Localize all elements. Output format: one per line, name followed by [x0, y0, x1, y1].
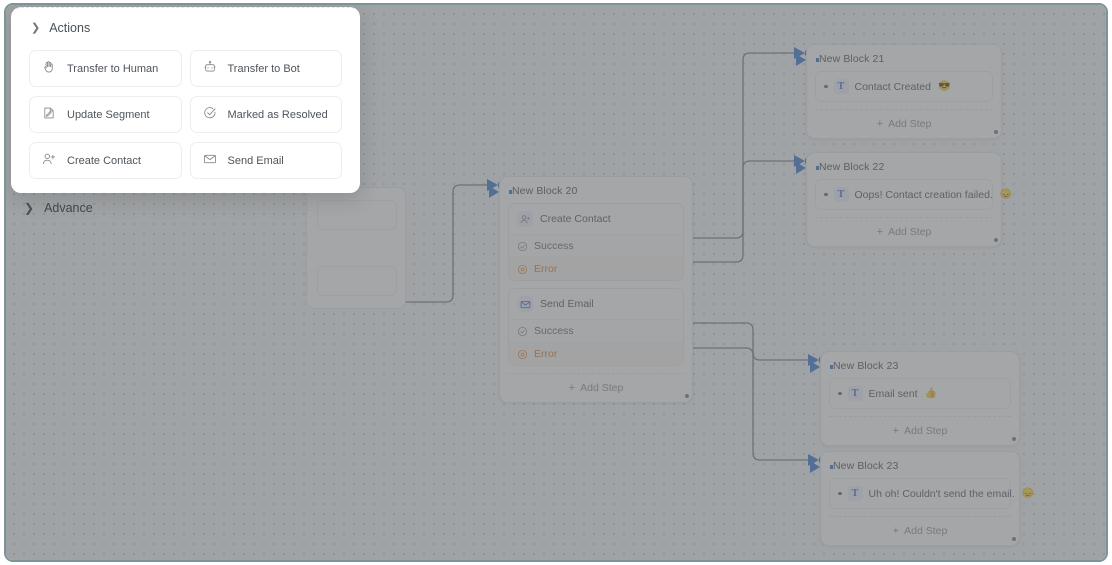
- action-transfer-to-human[interactable]: Transfer to Human: [29, 50, 182, 87]
- chevron-down-icon: ❯: [31, 21, 41, 34]
- action-transfer-to-bot[interactable]: Transfer to Bot: [189, 50, 342, 87]
- chevron-right-icon: ❯: [24, 201, 35, 215]
- actions-panel: ❯ Actions Transfer to Human: [11, 7, 360, 193]
- action-send-email[interactable]: Send Email: [189, 142, 342, 179]
- action-label: Transfer to Bot: [227, 62, 300, 75]
- action-label: Create Contact: [67, 154, 141, 167]
- action-label: Update Segment: [67, 108, 150, 121]
- app-window: New Block 20 Create Contact: [4, 3, 1108, 562]
- advance-label: Advance: [44, 201, 93, 215]
- envelope-icon: [203, 152, 217, 169]
- action-label: Send Email: [227, 154, 284, 167]
- action-label: Transfer to Human: [67, 62, 159, 75]
- actions-section-header[interactable]: ❯ Actions: [29, 21, 342, 35]
- check-circle-icon: [203, 106, 217, 123]
- hand-raised-icon: [42, 60, 56, 77]
- user-plus-icon: [42, 152, 56, 169]
- action-label: Marked as Resolved: [227, 108, 328, 121]
- action-marked-as-resolved[interactable]: Marked as Resolved: [189, 96, 342, 133]
- actions-title: Actions: [49, 21, 91, 35]
- action-create-contact[interactable]: Create Contact: [29, 142, 182, 179]
- advance-section-header[interactable]: ❯ Advance: [24, 201, 93, 215]
- action-update-segment[interactable]: Update Segment: [29, 96, 182, 133]
- actions-grid: Transfer to Human Transfer to Bot: [29, 50, 342, 179]
- robot-icon: [203, 60, 217, 77]
- edit-document-icon: [42, 106, 56, 123]
